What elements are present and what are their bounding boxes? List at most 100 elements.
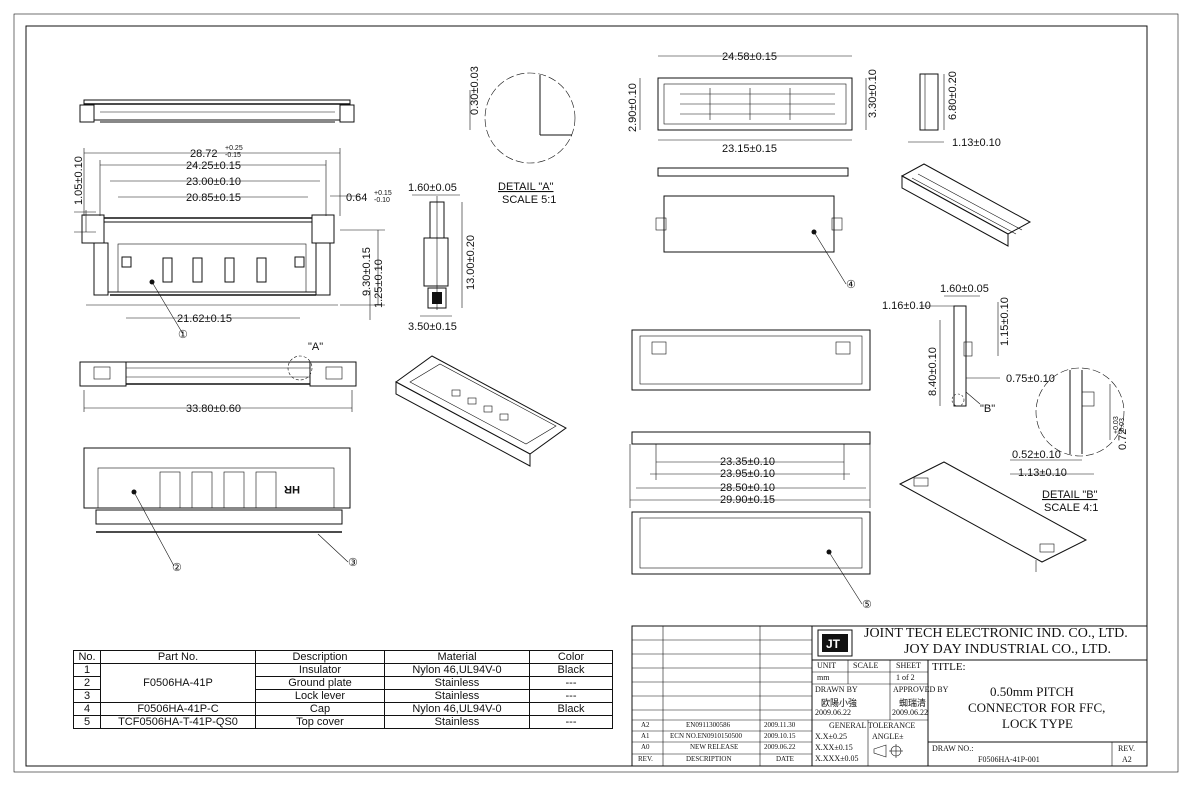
top-view (79, 99, 355, 123)
sheet-value: 1 of 2 (896, 673, 915, 682)
revision-header-desc: DESCRIPTION (686, 755, 732, 763)
svg-text:"A": "A" (308, 341, 323, 353)
approved-date: 2009.06.22 (892, 708, 928, 717)
svg-text:28.50±0.10: 28.50±0.10 (720, 482, 775, 494)
revision-row-desc: NEW RELEASE (690, 743, 739, 751)
draw-no-label: DRAW NO.: (932, 744, 974, 753)
table-row: 1 F0506HA-41P Insulator Nylon 46,UL94V-0… (73, 663, 613, 703)
svg-text:24.58±0.15: 24.58±0.15 (722, 51, 777, 63)
isometric-view (395, 355, 567, 467)
tolerance-label: GENERAL TOLERANCE (829, 721, 916, 730)
company-name-2: JOY DAY INDUSTRIAL CO., LTD. (904, 642, 1112, 657)
svg-text:1.13±0.10: 1.13±0.10 (952, 137, 1001, 149)
underside-view: HR ② ③ (83, 447, 358, 574)
draw-no: F0506HA-41P-001 (978, 755, 1040, 764)
detail-b-circle: 0.52±0.10 1.13±0.10 0.72 +0.03 -0.03 DET… (1010, 367, 1129, 514)
svg-text:③: ③ (348, 557, 358, 569)
svg-text:-0.03: -0.03 (1119, 418, 1126, 434)
front-view (81, 214, 338, 306)
rev-label: REV. (1118, 744, 1135, 753)
svg-text:13.00±0.20: 13.00±0.20 (465, 235, 477, 290)
revision-row-date: 2009.06.22 (764, 743, 796, 751)
svg-text:1.16±0.10: 1.16±0.10 (882, 300, 931, 312)
revision-row-rev: A2 (641, 721, 650, 729)
dim-bottom-width: 33.80±0.60 (186, 403, 241, 415)
scale-label: SCALE (853, 661, 879, 670)
svg-text:1.60±0.05: 1.60±0.05 (940, 283, 989, 295)
title-label: TITLE: (932, 661, 966, 673)
revision-row-rev: A0 (641, 743, 650, 751)
unit-label: UNIT (817, 661, 837, 670)
svg-text:3.50±0.15: 3.50±0.15 (408, 321, 457, 333)
svg-text:6.80±0.20: 6.80±0.20 (947, 71, 959, 120)
approved-by-name: 蜘瑞清 (899, 698, 927, 708)
title-line-1: 0.50mm PITCH (990, 684, 1074, 699)
revision-row-desc: EN0911300586 (686, 721, 731, 729)
svg-text:-0.10: -0.10 (374, 197, 390, 204)
svg-text:1.25±0.10: 1.25±0.10 (373, 259, 385, 308)
joint-tech-logo: JT (826, 637, 841, 651)
front-view-dim-text: 28.72 +0.25 -0.15 24.25±0.15 23.00±0.10 … (73, 145, 392, 341)
svg-text:0.64: 0.64 (346, 192, 367, 204)
svg-text:1.05±0.10: 1.05±0.10 (73, 156, 85, 205)
svg-text:SCALE 4:1: SCALE 4:1 (1044, 502, 1098, 514)
hr-logo-mark: HR (284, 483, 300, 495)
cap-front-view: ④ (655, 167, 856, 291)
unit-value: mm (817, 673, 830, 682)
drawn-by-name: 欧陽小強 (821, 698, 858, 708)
svg-text:1.13±0.10: 1.13±0.10 (1018, 467, 1067, 479)
svg-text:⑤: ⑤ (862, 599, 872, 611)
tolerance-3: X.XXX±0.05 (815, 754, 859, 763)
approved-by-label: APPROVED BY (893, 685, 949, 694)
company-name-1: JOINT TECH ELECTRONIC IND. CO., LTD. (864, 626, 1128, 641)
svg-text:1.60±0.05: 1.60±0.05 (408, 182, 457, 194)
drawn-by-label: DRAWN BY (815, 685, 858, 694)
revision-row-date: 2009.10.15 (764, 732, 796, 740)
svg-text:0.30±0.03: 0.30±0.03 (469, 66, 481, 115)
svg-text:3.30±0.10: 3.30±0.10 (867, 69, 879, 118)
svg-text:24.25±0.15: 24.25±0.15 (186, 160, 241, 172)
svg-text:+0.15: +0.15 (374, 190, 392, 197)
rev-value: A2 (1122, 755, 1132, 764)
svg-text:DETAIL "B": DETAIL "B" (1042, 489, 1098, 501)
sheet-label: SHEET (896, 661, 921, 670)
svg-text:SCALE 5:1: SCALE 5:1 (502, 194, 556, 206)
title-line-3: LOCK TYPE (1002, 716, 1073, 731)
detail-b-side-view: 1.60±0.05 1.16±0.10 1.15±0.10 8.40±0.10 … (882, 283, 1055, 415)
svg-text:23.15±0.15: 23.15±0.15 (722, 143, 777, 155)
svg-text:0.75±0.10: 0.75±0.10 (1006, 373, 1055, 385)
revision-header-date: DATE (776, 755, 794, 763)
lever-isometric-view (898, 461, 1088, 572)
dim-overall-width: 28.72 (190, 148, 218, 160)
top-cover-view: ⑤ (631, 511, 872, 611)
table-row: 3 Lock lever Stainless --- (73, 689, 613, 703)
bottom-view: 33.80±0.60 "A" (79, 341, 357, 415)
outer-border (13, 13, 1179, 773)
revision-row-desc: ECN NO.EN0910150500 (670, 732, 742, 740)
cap-top-view: 24.58±0.15 23.15±0.15 2.90±0.10 3.30±0.1… (627, 51, 879, 155)
svg-text:23.95±0.10: 23.95±0.10 (720, 468, 775, 480)
svg-text:+0.25: +0.25 (225, 145, 243, 152)
tolerance-2: X.XX±0.15 (815, 743, 853, 752)
drawn-date: 2009.06.22 (815, 708, 851, 717)
svg-text:DETAIL "A": DETAIL "A" (498, 181, 554, 193)
svg-text:23.35±0.10: 23.35±0.10 (720, 456, 775, 468)
svg-text:2.90±0.10: 2.90±0.10 (627, 83, 639, 132)
revision-row-rev: A1 (641, 732, 650, 740)
svg-text:-0.15: -0.15 (225, 152, 241, 159)
svg-text:"B": "B" (980, 403, 995, 415)
svg-text:21.62±0.15: 21.62±0.15 (177, 313, 232, 325)
side-view: 1.60±0.05 13.00±0.20 3.50±0.15 (408, 182, 477, 333)
svg-text:23.00±0.10: 23.00±0.10 (186, 176, 241, 188)
svg-text:②: ② (172, 562, 182, 574)
svg-text:9.30±0.15: 9.30±0.15 (361, 247, 373, 296)
svg-text:8.40±0.10: 8.40±0.10 (927, 347, 939, 396)
inner-border (25, 25, 1148, 767)
table-row: 4 F0506HA-41P-C Cap Nylon 46,UL94V-0 Bla… (73, 702, 613, 716)
projection-symbol (873, 744, 903, 758)
front-view-dimensions (74, 148, 385, 335)
svg-text:29.90±0.15: 29.90±0.15 (720, 494, 775, 506)
title-line-2: CONNECTOR FOR FFC, (968, 700, 1106, 715)
parts-table-header: No. Part No. Description Material Color (73, 650, 613, 664)
